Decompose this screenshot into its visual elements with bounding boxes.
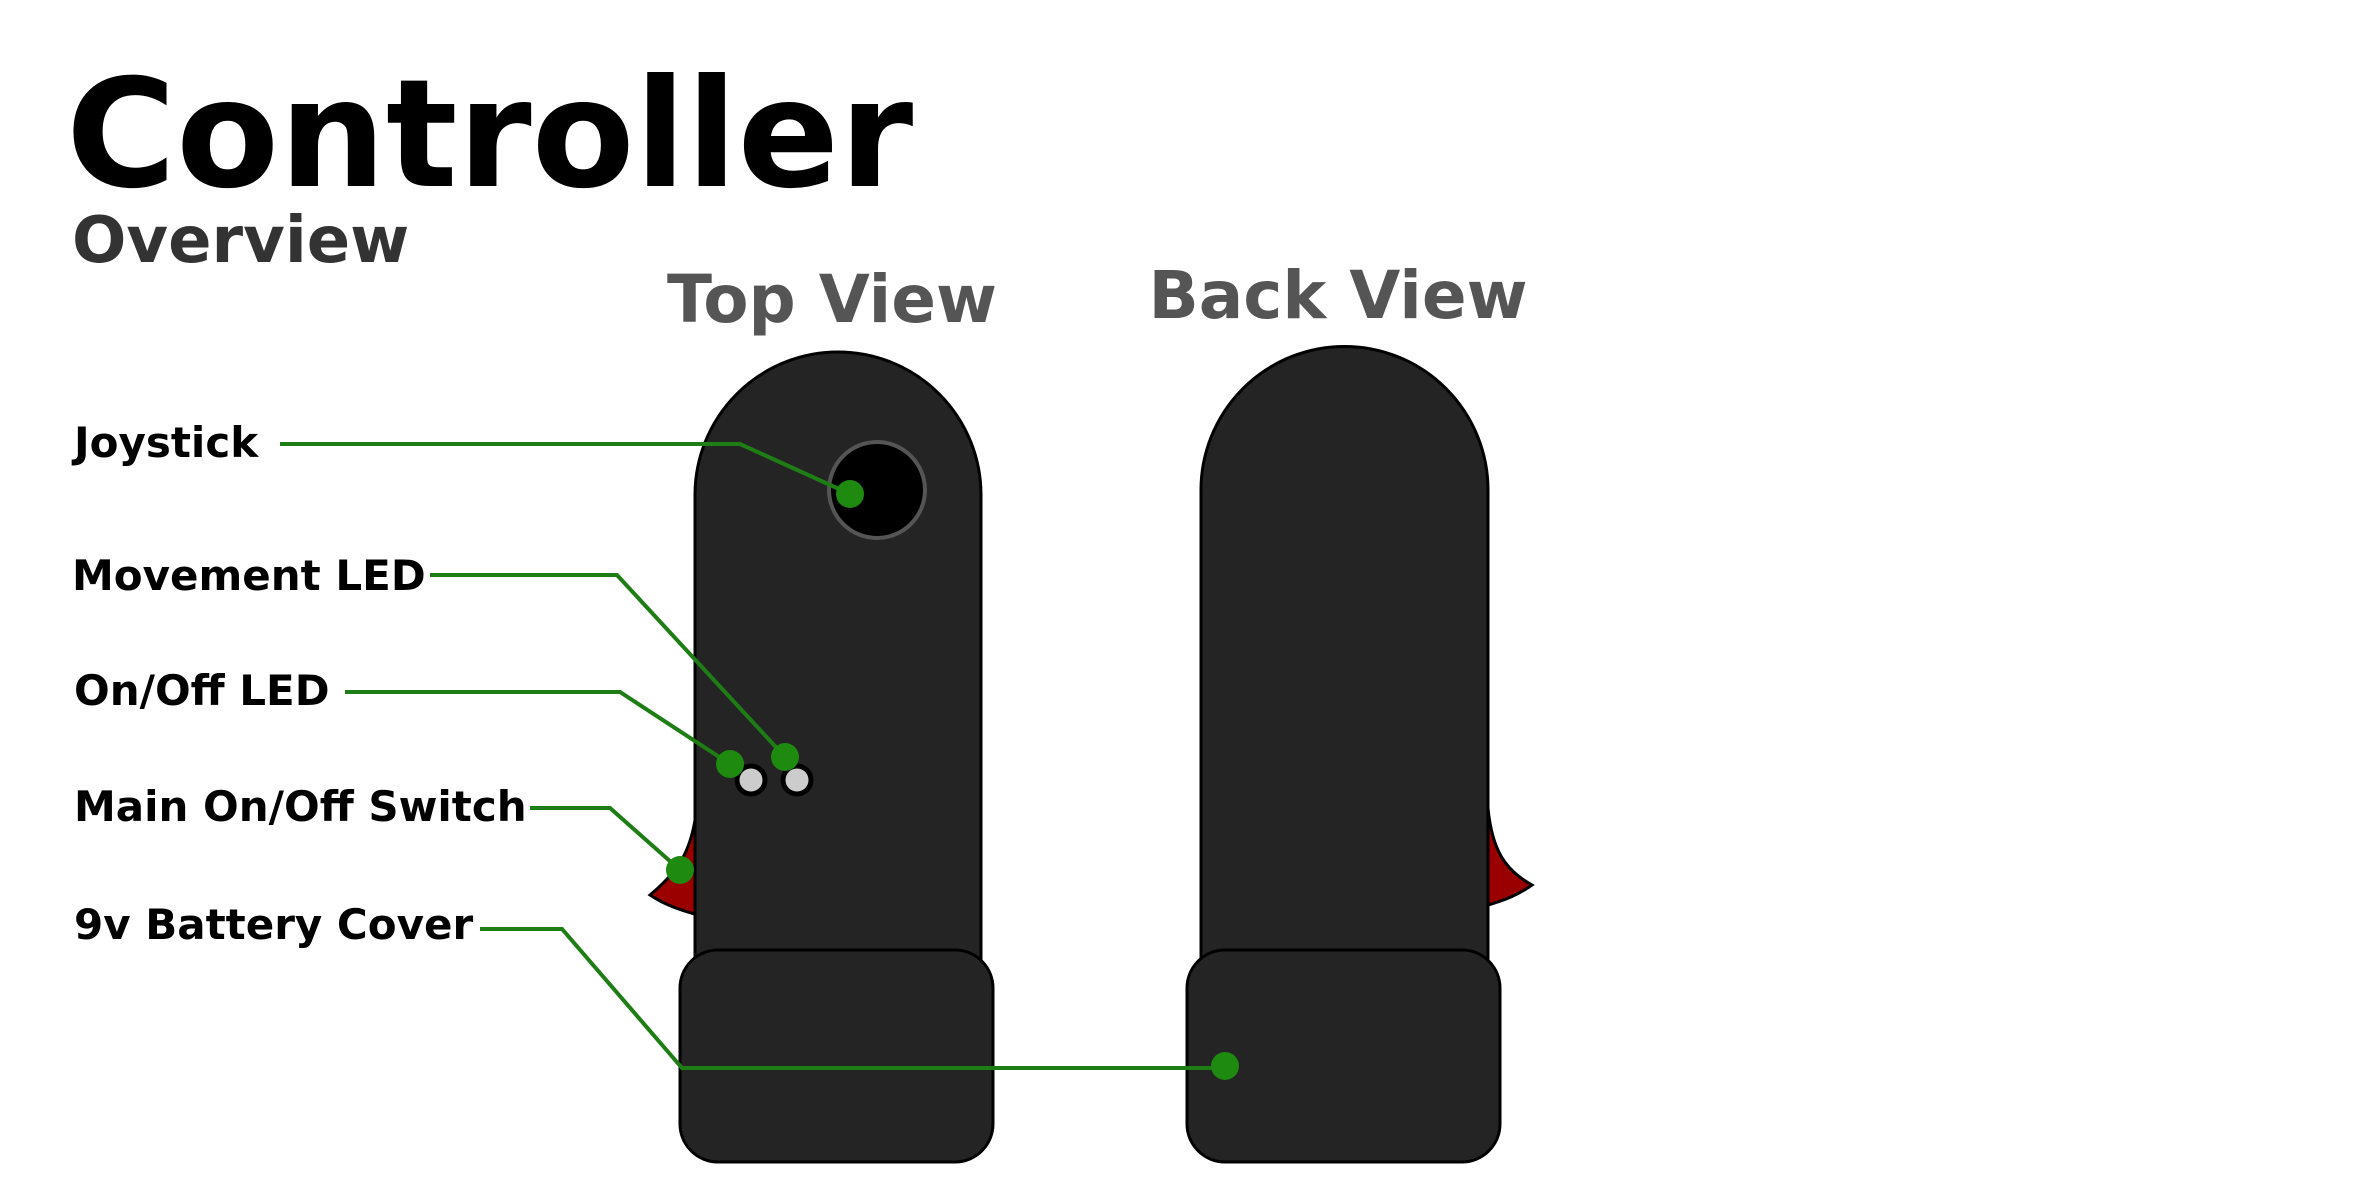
back-view-body (1199, 345, 1490, 967)
callout-dot-main-switch (666, 856, 694, 884)
callout-label-main-switch: Main On/Off Switch (74, 782, 527, 831)
onoff-led-icon (734, 763, 768, 797)
leader-line-battery-cover (480, 927, 1225, 1070)
page-subtitle: Overview (72, 204, 409, 278)
back-view-title: Back View (1148, 257, 1527, 334)
back-view-controller (1185, 345, 1535, 1164)
callout-label-onoff-led: On/Off LED (74, 666, 330, 715)
callout-label-battery-cover: 9v Battery Cover (74, 900, 473, 949)
top-view-switch (647, 819, 700, 917)
callout-label-movement-led: Movement LED (72, 551, 426, 600)
page-title: Controller (66, 48, 913, 222)
leader-line-movement-led (430, 573, 787, 759)
top-view-controller (647, 350, 995, 1164)
callout-dot-battery-cover (1211, 1052, 1239, 1080)
top-view-battery-cover (678, 948, 995, 1164)
callout-dot-joystick (836, 480, 864, 508)
callout-label-joystick: Joystick (71, 418, 259, 467)
joystick-icon (827, 440, 927, 540)
movement-led-icon (780, 763, 814, 797)
callout-dot-onoff-led (716, 750, 744, 778)
back-view-switch (1486, 807, 1535, 908)
back-view-battery-cover (1185, 948, 1502, 1164)
top-view-title: Top View (667, 261, 997, 338)
leader-line-main-switch (530, 806, 682, 872)
callout-dot-movement-led (771, 743, 799, 771)
leader-line-onoff-led (345, 690, 732, 766)
leader-line-joystick (280, 442, 851, 496)
